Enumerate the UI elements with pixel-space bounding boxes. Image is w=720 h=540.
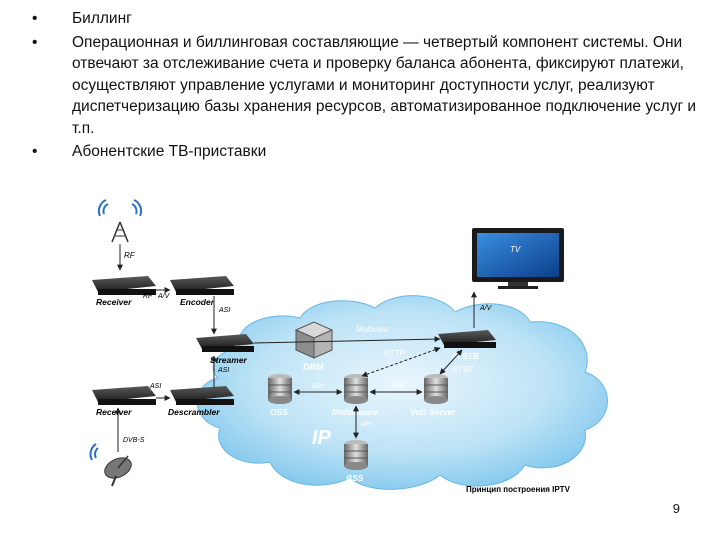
bullet-item: • Биллинг — [24, 8, 704, 30]
link-label-dvbs: DVB-S — [123, 437, 145, 444]
bullet-list: • Биллинг • Операционная и биллинговая сос… — [24, 8, 704, 163]
bss-label: BSS — [346, 473, 364, 483]
satellite-dish-icon — [89, 443, 132, 487]
streamer-device: Streamer — [196, 334, 254, 365]
encoder-device: Encoder — [170, 276, 234, 307]
ip-cloud — [196, 295, 608, 490]
vod-server-label: VoD Server — [410, 407, 456, 417]
cloud-label: IP — [312, 427, 332, 449]
link-label-asi-encoder: ASI — [218, 307, 230, 314]
bss-server: BSS — [344, 440, 368, 483]
tv-icon: TV — [472, 228, 564, 289]
link-label-api-oss: API — [311, 383, 323, 390]
oss-server: OSS — [268, 374, 292, 417]
bullet-item: • Операционная и биллинговая составляющие… — [24, 32, 704, 140]
link-label-asi-receiver: ASI — [149, 383, 161, 390]
ip-stb-device: IP STB — [438, 330, 496, 361]
bullet-text: Биллинг — [72, 10, 132, 27]
bullet-marker: • — [32, 33, 38, 51]
link-label-asi-descrambler: ASI — [217, 367, 229, 374]
link-label-rtsp: RTSP — [452, 365, 474, 374]
link-label-rf-antenna: RF — [124, 251, 136, 260]
descrambler-device: Descrambler — [168, 386, 234, 417]
link-label-api-vod: API — [391, 383, 403, 390]
receiver-bottom-label: Receiver — [96, 407, 132, 417]
bullet-text: Операционная и биллинговая составляющие … — [72, 33, 697, 137]
ip-stb-label: IP STB — [452, 351, 479, 361]
link-label-http: HTTP — [384, 349, 406, 358]
bullet-marker: • — [32, 143, 38, 160]
drm-device: DRM — [294, 321, 334, 372]
oss-label: OSS — [270, 407, 288, 417]
descrambler-label: Descrambler — [168, 407, 220, 417]
tv-label: TV — [510, 245, 521, 254]
link-label-rf: RF — [143, 293, 153, 300]
link-label-av: A/V — [157, 293, 171, 300]
bullet-marker: • — [32, 10, 38, 27]
receiver-bottom-device: Receiver — [92, 386, 156, 417]
streamer-label: Streamer — [210, 355, 248, 365]
page-number: 9 — [672, 501, 680, 516]
receiver-top-label: Receiver — [96, 297, 132, 307]
middleware-label: Middleware — [332, 407, 379, 417]
receiver-top-device: Receiver — [92, 276, 156, 307]
bullet-item: • Абонентские ТВ-приставки — [24, 141, 704, 163]
drm-label: DRM — [303, 362, 324, 372]
link-label-api-bss: API — [360, 421, 372, 428]
bullet-text: Абонентские ТВ-приставки — [72, 143, 267, 160]
diagram-caption: Принцип построения IPTV — [466, 485, 571, 494]
link-label-av-tv: A/V — [479, 305, 493, 312]
encoder-label: Encoder — [180, 297, 215, 307]
antenna-icon — [97, 199, 143, 243]
link-label-multicast: Multicast — [356, 325, 388, 334]
